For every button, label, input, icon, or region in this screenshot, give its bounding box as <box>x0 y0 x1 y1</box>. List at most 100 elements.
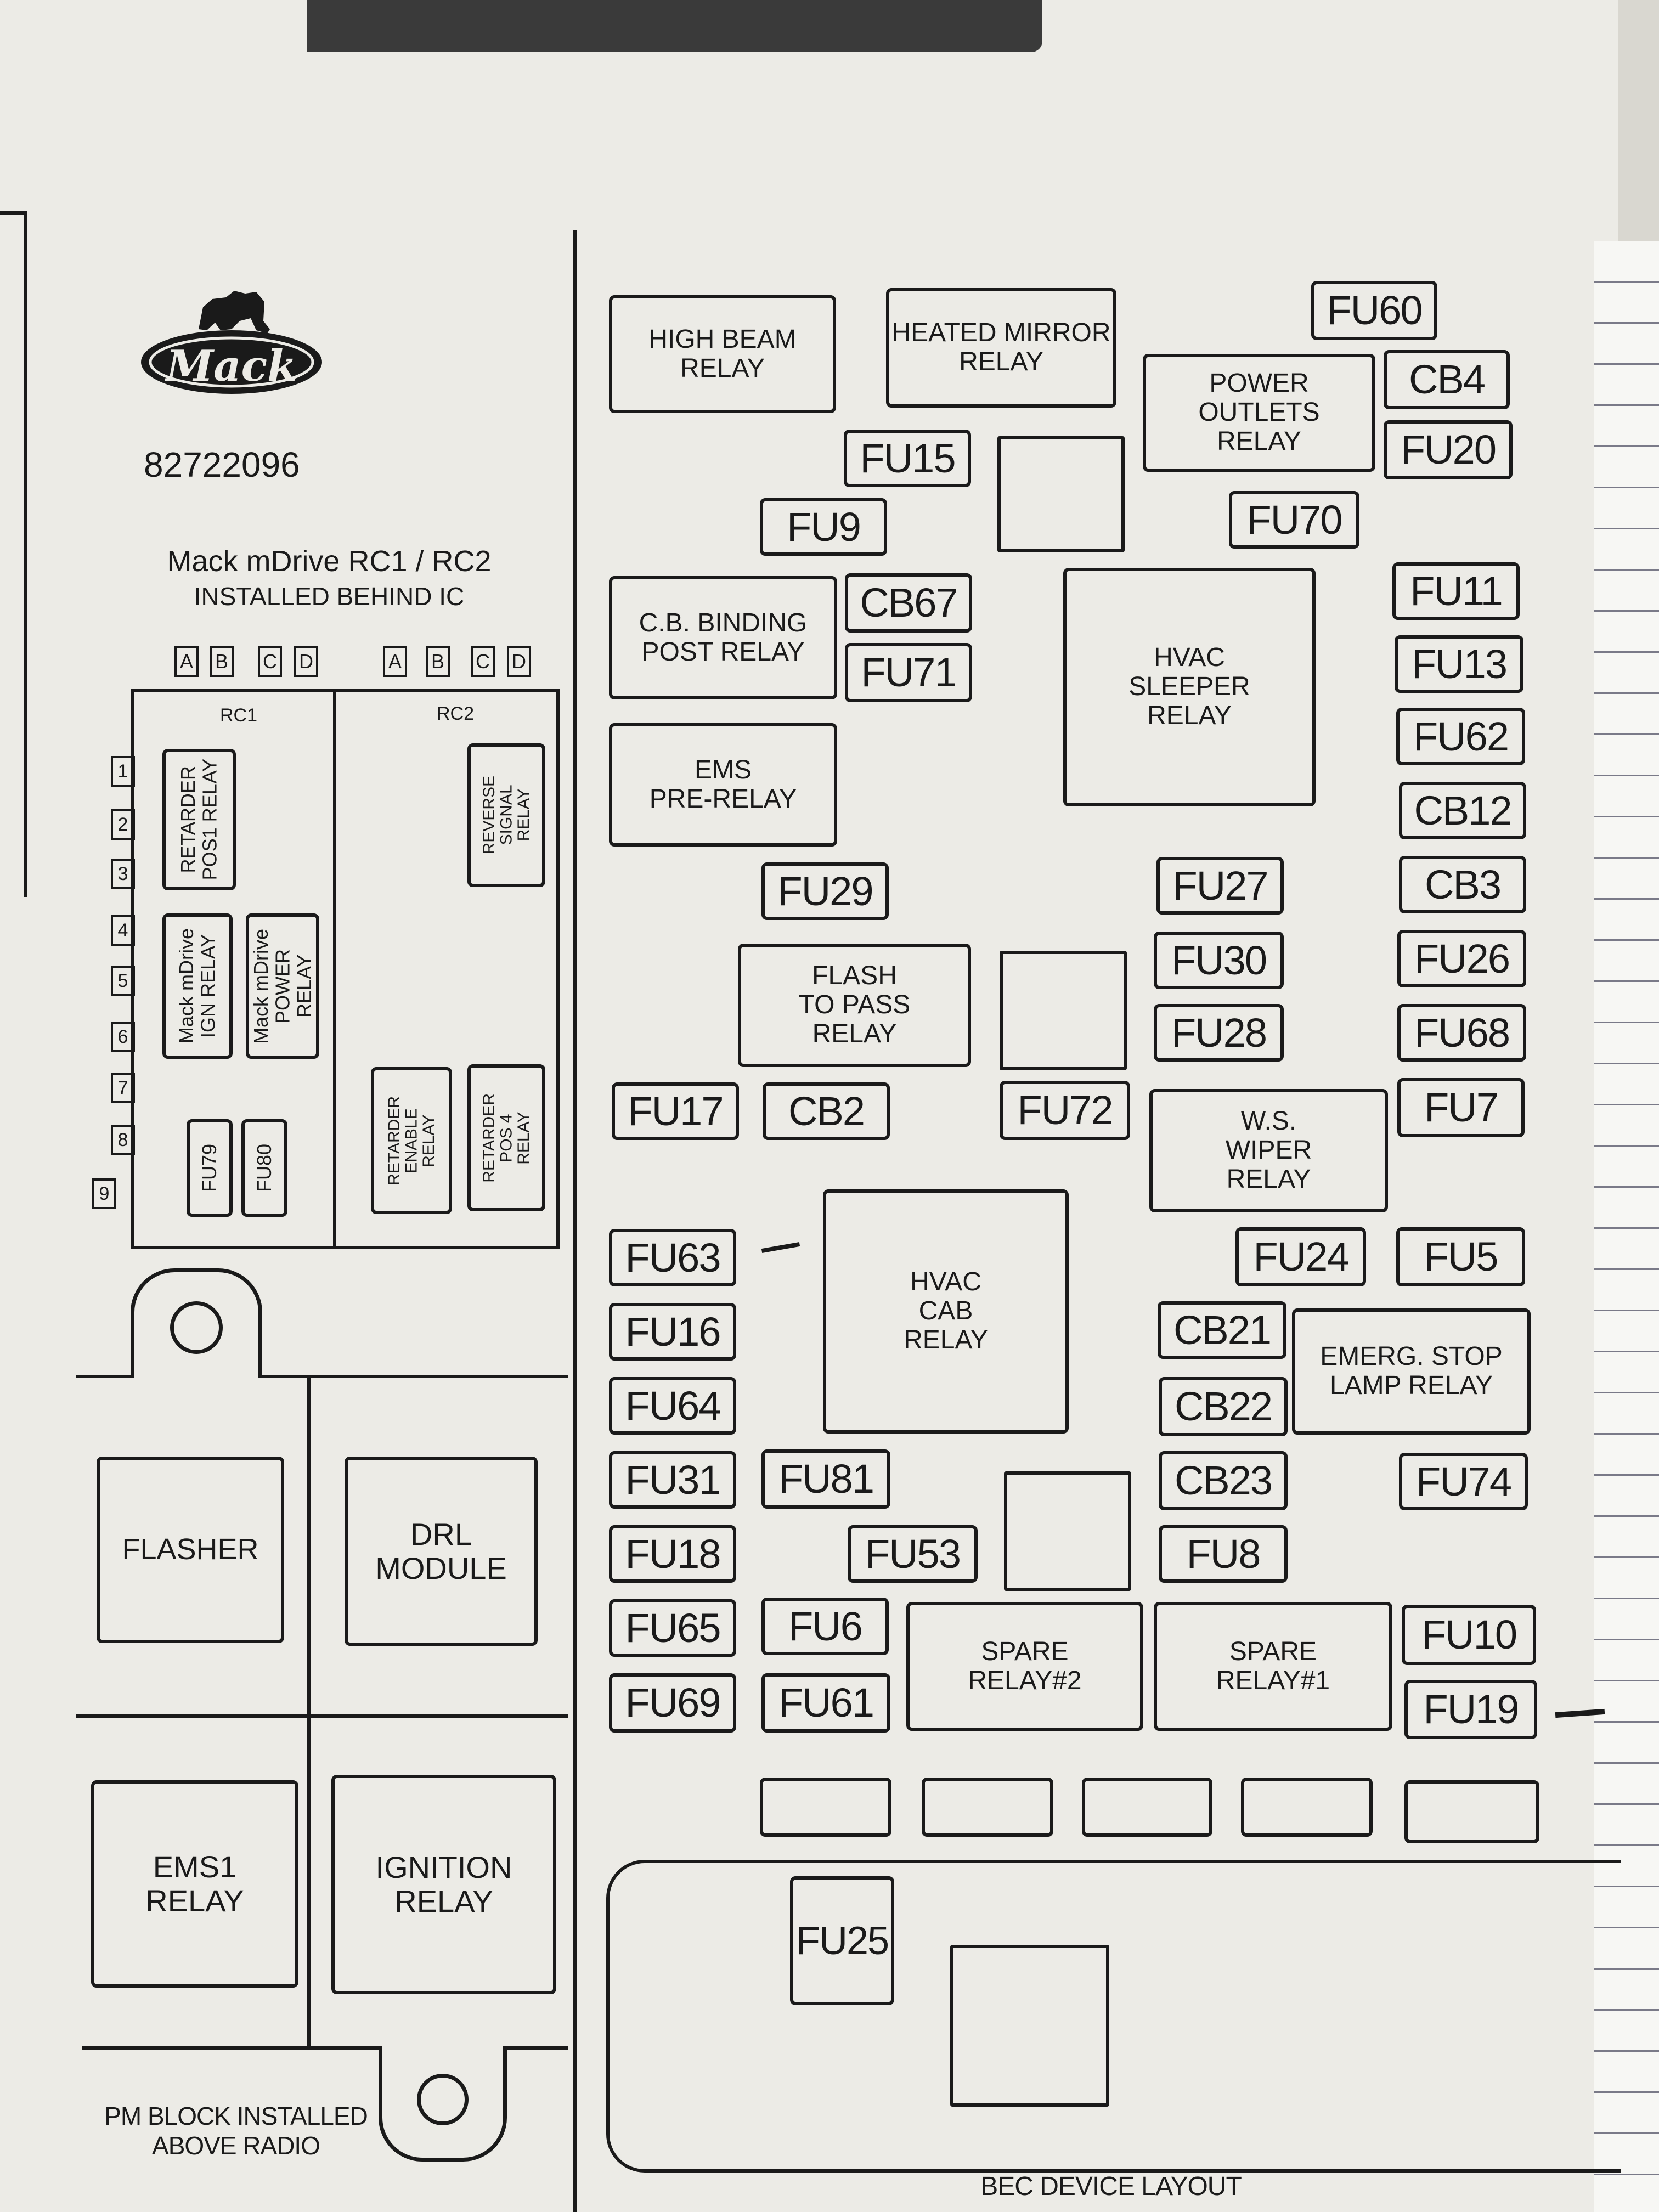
ignition-relay-label: IGNITION RELAY <box>375 1850 512 1918</box>
fuse-fu79: FU79 <box>187 1119 233 1217</box>
bulldog-icon <box>141 291 322 394</box>
fuse-fu25: FU25 <box>790 1876 894 2005</box>
row-number: 4 <box>111 915 135 946</box>
power-outlets-relay-label: POWER OUTLETS RELAY <box>1198 369 1320 456</box>
fuse-fu20: FU20 <box>1384 420 1513 479</box>
fuse-fu60: FU60 <box>1311 281 1437 340</box>
column-tag: B <box>210 646 234 677</box>
ws-wiper-relay: W.S. WIPER RELAY <box>1149 1089 1388 1212</box>
ems1-relay-label: EMS1 RELAY <box>145 1849 244 1918</box>
retarder-pos4-relay-label: RETARDER POS 4 RELAY <box>479 1093 533 1183</box>
breaker-cb4: CB4 <box>1384 350 1510 409</box>
fuse-fu61: FU61 <box>761 1673 890 1733</box>
fu80-label: FU80 <box>253 1143 276 1193</box>
fuse-fu71: FU71 <box>845 643 972 702</box>
fuse-fu80: FU80 <box>241 1119 287 1217</box>
mdrive-power-relay-label: Mack mDrive POWER RELAY <box>249 928 315 1044</box>
ems-pre-relay: EMS PRE-RELAY <box>609 723 837 847</box>
heated-mirror-relay: HEATED MIRROR RELAY <box>886 288 1116 408</box>
cb-binding-post-relay-label: C.B. BINDING POST RELAY <box>639 608 808 667</box>
mdrive-power-relay: Mack mDrive POWER RELAY <box>246 913 319 1059</box>
row-number: 8 <box>111 1125 135 1155</box>
bec-bottom-enclosure <box>606 1860 1621 2172</box>
hvac-cab-relay-label: HVAC CAB RELAY <box>904 1267 988 1355</box>
retarder-pos1-relay-label: RETARDER POS1 RELAY <box>177 759 221 881</box>
column-tag: D <box>507 646 531 677</box>
fuse-fu30: FU30 <box>1154 932 1284 989</box>
fuse-fu31: FU31 <box>609 1451 736 1509</box>
bec-caption: BEC DEVICE LAYOUT <box>980 2172 1242 2201</box>
fuse-fu68: FU68 <box>1397 1004 1526 1062</box>
fuse-fu65: FU65 <box>609 1599 736 1657</box>
column-tag: A <box>174 646 199 677</box>
empty-slot <box>997 436 1125 552</box>
retarder-enable-relay: RETARDER ENABLE RELAY <box>371 1067 452 1214</box>
pm-divider <box>307 1375 311 2050</box>
pm-divider <box>76 1714 568 1718</box>
mounting-hole <box>170 1301 223 1354</box>
emerg-stop-lamp-relay: EMERG. STOP LAMP RELAY <box>1292 1308 1531 1435</box>
fuse-fu6: FU6 <box>761 1598 889 1655</box>
fuse-fu70: FU70 <box>1229 491 1359 549</box>
rc-divider <box>333 689 336 1249</box>
spare-relay-2-label: SPARE RELAY#2 <box>968 1637 1082 1695</box>
spare-relay-1-label: SPARE RELAY#1 <box>1216 1637 1330 1695</box>
fuse-fu8: FU8 <box>1159 1525 1288 1583</box>
hvac-cab-relay: HVAC CAB RELAY <box>823 1189 1069 1434</box>
row-number: 9 <box>92 1178 116 1209</box>
pm-outline <box>76 1375 132 1378</box>
pm-outline <box>504 2046 568 2050</box>
retarder-pos4-relay: RETARDER POS 4 RELAY <box>467 1064 545 1211</box>
fuse-fu74: FU74 <box>1399 1453 1528 1510</box>
fuse-fu72: FU72 <box>1000 1081 1130 1140</box>
breaker-cb67: CB67 <box>845 573 972 633</box>
breaker-cb3: CB3 <box>1399 856 1526 913</box>
ws-wiper-relay-label: W.S. WIPER RELAY <box>1225 1107 1312 1194</box>
fuse-fu11: FU11 <box>1392 562 1520 620</box>
fuse-fu19: FU19 <box>1404 1680 1537 1739</box>
fuse-fu62: FU62 <box>1396 708 1525 765</box>
fuse-fu26: FU26 <box>1397 930 1526 988</box>
empty-fuse-slot <box>1082 1778 1212 1837</box>
breaker-cb2: CB2 <box>763 1082 890 1140</box>
frame-line <box>0 211 26 215</box>
column-tag: C <box>471 646 495 677</box>
pm-outline <box>261 1375 568 1378</box>
retarder-pos1-relay: RETARDER POS1 RELAY <box>162 749 236 890</box>
pen-mark <box>761 1242 800 1254</box>
spare-relay-2: SPARE RELAY#2 <box>906 1602 1143 1731</box>
row-number: 7 <box>111 1073 135 1103</box>
mack-logo: Mack <box>138 269 325 395</box>
breaker-cb23: CB23 <box>1159 1451 1288 1510</box>
part-number: 82722096 <box>144 445 300 484</box>
fuse-fu24: FU24 <box>1235 1227 1366 1286</box>
row-number: 2 <box>111 809 135 840</box>
column-tag: A <box>383 646 407 677</box>
fuse-fu18: FU18 <box>609 1525 736 1583</box>
brand-text: Mack <box>166 341 297 391</box>
mdrive-ign-relay-label: Mack mDrive IGN RELAY <box>175 928 219 1044</box>
spare-relay-1: SPARE RELAY#1 <box>1154 1602 1392 1731</box>
frame-line <box>24 211 27 897</box>
fuse-fu15: FU15 <box>844 430 971 487</box>
heated-mirror-relay-label: HEATED MIRROR RELAY <box>891 318 1111 376</box>
rc2-label: RC2 <box>436 703 475 724</box>
row-number: 6 <box>111 1022 135 1052</box>
column-tag: B <box>426 646 450 677</box>
high-beam-relay-label: HIGH BEAM RELAY <box>648 324 797 383</box>
retarder-enable-relay-label: RETARDER ENABLE RELAY <box>385 1096 438 1186</box>
drl-module-label: DRL MODULE <box>375 1516 507 1585</box>
ignition-relay-box: IGNITION RELAY <box>331 1775 556 1994</box>
empty-slot <box>1000 951 1127 1070</box>
flasher-box: FLASHER <box>97 1457 284 1643</box>
empty-fuse-slot <box>922 1778 1053 1837</box>
fuse-fu7: FU7 <box>1397 1078 1525 1137</box>
pm-block-caption: PM BLOCK INSTALLED ABOVE RADIO <box>104 2102 368 2160</box>
column-tag: D <box>294 646 318 677</box>
fuse-fu9: FU9 <box>760 498 887 556</box>
title-line-2: INSTALLED BEHIND IC <box>194 582 465 611</box>
mounting-hole <box>417 2074 469 2125</box>
empty-fuse-slot <box>1241 1778 1373 1837</box>
row-number: 5 <box>111 966 135 996</box>
